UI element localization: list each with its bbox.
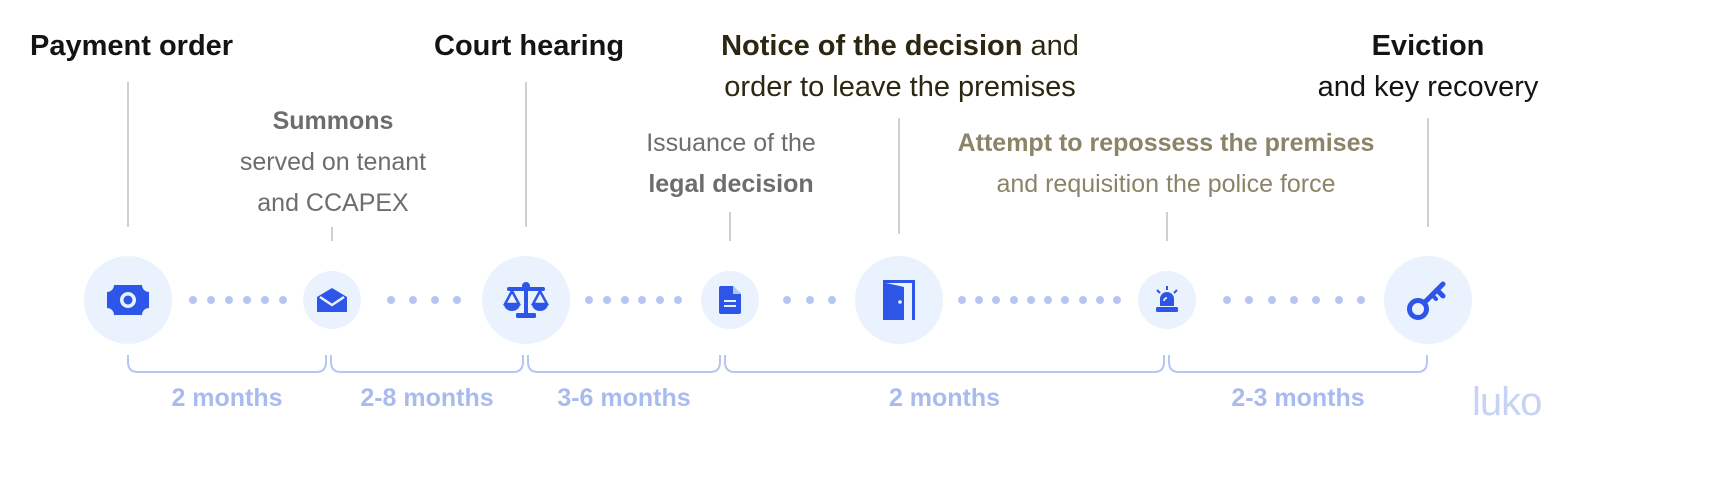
- timeline-dot: [387, 296, 395, 304]
- timeline-dot: [207, 296, 215, 304]
- connector-line: [331, 227, 333, 241]
- timeline-dot: [1334, 296, 1343, 304]
- timeline-dot: [1095, 296, 1104, 304]
- step-label-legal-decision: Issuance of the legal decision: [620, 123, 842, 205]
- eviction-line-2: and key recovery: [1317, 71, 1539, 103]
- connector-line: [525, 82, 527, 227]
- notice-rest: and: [1022, 30, 1079, 62]
- bracket: [330, 355, 524, 373]
- step-circle-legal-decision: [701, 271, 759, 329]
- timeline-dot: [992, 296, 1001, 304]
- timeline-dot: [1357, 296, 1365, 304]
- timeline-dot: [975, 296, 984, 304]
- timeline-dot: [783, 296, 791, 304]
- bracket: [127, 355, 327, 373]
- timeline-dot: [620, 296, 629, 304]
- legal-decision-line-1: Issuance of the: [646, 129, 816, 157]
- scales-icon: [503, 282, 549, 318]
- step-label-summons: Summons served on tenant and CCAPEX: [222, 101, 444, 224]
- eviction-bold: Eviction: [1371, 30, 1485, 62]
- money-bill-icon: [107, 285, 149, 315]
- timeline-dot: [1009, 296, 1018, 304]
- duration-label: 2 months: [171, 384, 283, 412]
- step-label-court-hearing: Court hearing: [434, 30, 625, 62]
- connector-line: [127, 82, 129, 227]
- step-label-repossess: Attempt to repossess the premises and re…: [956, 123, 1376, 205]
- duration-label: 3-6 months: [557, 384, 691, 412]
- timeline-dot: [585, 296, 593, 304]
- repossess-line-1: Attempt to repossess the premises: [957, 129, 1375, 157]
- envelope-icon: [317, 288, 347, 312]
- timeline-dot: [453, 296, 461, 304]
- document-icon: [719, 286, 741, 314]
- step-circle-notice: [855, 256, 943, 344]
- notice-line-2: order to leave the premises: [724, 71, 1076, 103]
- duration-label: 2 months: [888, 384, 1001, 412]
- timeline-dot: [1290, 296, 1298, 304]
- summons-line-3: and CCAPEX: [257, 189, 409, 217]
- key-icon: [1407, 281, 1446, 320]
- luko-logo: luko: [1472, 380, 1542, 424]
- timeline-dot: [189, 296, 197, 304]
- bracket: [527, 355, 721, 373]
- timeline-dot: [602, 296, 611, 304]
- timeline-dot: [431, 296, 439, 304]
- step-circle-eviction: [1384, 256, 1472, 344]
- notice-bold: Notice of the decision: [721, 30, 1023, 62]
- timeline-dot: [279, 296, 287, 304]
- summons-line-1: Summons: [272, 107, 394, 135]
- timeline-dot: [674, 296, 682, 304]
- timeline-dot: [1245, 296, 1254, 304]
- timeline-dot: [958, 296, 966, 304]
- timeline-dot: [1078, 296, 1087, 304]
- step-circle-repossess: [1138, 271, 1196, 329]
- summons-line-2: served on tenant: [239, 148, 427, 176]
- duration-label: 2-3 months: [1231, 384, 1365, 412]
- step-label-notice: Notice of the decision and order to leav…: [712, 26, 1088, 108]
- step-circle-payment-order: [84, 256, 172, 344]
- connector-line: [729, 212, 731, 241]
- timeline-dot: [1061, 296, 1070, 304]
- connector-line: [898, 118, 900, 234]
- timeline-dot: [225, 296, 233, 304]
- timeline-dot: [1267, 296, 1276, 304]
- timeline-dot: [1312, 296, 1321, 304]
- timeline-dot: [638, 296, 647, 304]
- timeline-dot: [805, 296, 814, 304]
- siren-icon: [1156, 286, 1178, 312]
- bracket: [724, 355, 1165, 373]
- duration-label: 2-8 months: [360, 384, 494, 412]
- timeline-dot: [656, 296, 665, 304]
- timeline-dot: [1113, 296, 1121, 304]
- legal-decision-line-2: legal decision: [648, 170, 814, 198]
- connector-line: [1427, 118, 1429, 227]
- timeline-dot: [828, 296, 836, 304]
- step-label-eviction: Eviction and key recovery: [1308, 26, 1548, 108]
- timeline-dot: [1044, 296, 1053, 304]
- timeline-dot: [243, 296, 251, 304]
- timeline-dot: [261, 296, 269, 304]
- step-circle-court-hearing: [482, 256, 570, 344]
- timeline-dot: [1026, 296, 1035, 304]
- door-icon: [883, 280, 915, 320]
- bracket: [1168, 355, 1428, 373]
- step-circle-summons: [303, 271, 361, 329]
- timeline-dot: [1223, 296, 1231, 304]
- repossess-line-2: and requisition the police force: [996, 170, 1336, 198]
- connector-line: [1166, 212, 1168, 241]
- timeline-dot: [409, 296, 417, 304]
- step-label-payment-order: Payment order: [30, 30, 234, 62]
